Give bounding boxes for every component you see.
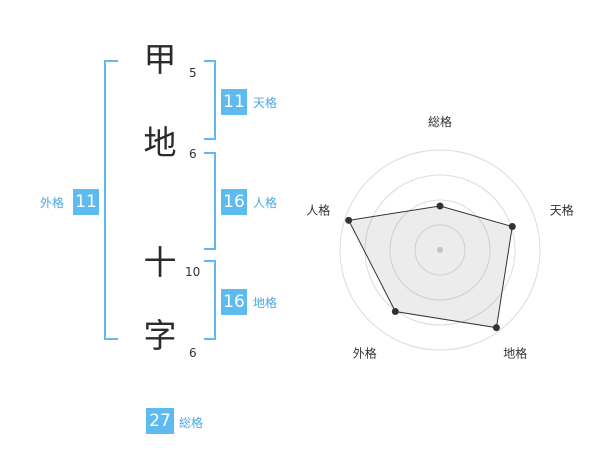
soukaku-value: 27 [146, 408, 174, 434]
tenkaku-bracket [204, 60, 216, 140]
name-char-1: 甲 [143, 40, 177, 79]
chikaku-label: 地格 [253, 296, 278, 310]
radar-axis-label-4: 外格 [353, 346, 377, 361]
tenkaku-label: 天格 [253, 96, 278, 110]
radar-axis-label-5: 人格 [306, 202, 330, 217]
radar-ring [389, 199, 491, 301]
name-char-3: 十 [143, 243, 177, 282]
name-char-2: 地 [143, 123, 177, 162]
gaikaku-value: 11 [73, 189, 99, 215]
gaikaku-label: 外格 [40, 196, 65, 210]
gaikaku-bracket [104, 60, 118, 340]
soukaku-label: 総格 [179, 416, 204, 430]
stroke-count-2: 6 [189, 147, 197, 161]
stroke-count-3: 10 [185, 265, 201, 279]
jinkaku-value: 16 [221, 189, 247, 215]
radar-point-5 [345, 216, 353, 224]
radar-axis-label-2: 天格 [550, 202, 574, 217]
stroke-count-4: 6 [189, 346, 197, 360]
chikaku-value: 16 [221, 289, 247, 315]
radar-center-dot [437, 247, 443, 253]
jinkaku-bracket [204, 152, 216, 250]
tenkaku-value: 11 [221, 89, 247, 115]
chikaku-bracket [204, 260, 216, 340]
radar-axis-label-1: 総格 [428, 114, 452, 129]
radar-point-1 [436, 202, 444, 210]
stroke-count-1: 5 [189, 66, 197, 80]
radar-ring [364, 174, 516, 326]
name-char-4: 字 [143, 316, 177, 355]
radar-axis-label-3: 地格 [503, 346, 527, 361]
radar-point-4 [391, 307, 399, 315]
radar-series-polygon [347, 205, 513, 329]
radar-point-2 [508, 223, 516, 231]
radar-ring [414, 224, 466, 276]
radar-point-3 [492, 324, 500, 332]
jinkaku-label: 人格 [253, 196, 278, 210]
